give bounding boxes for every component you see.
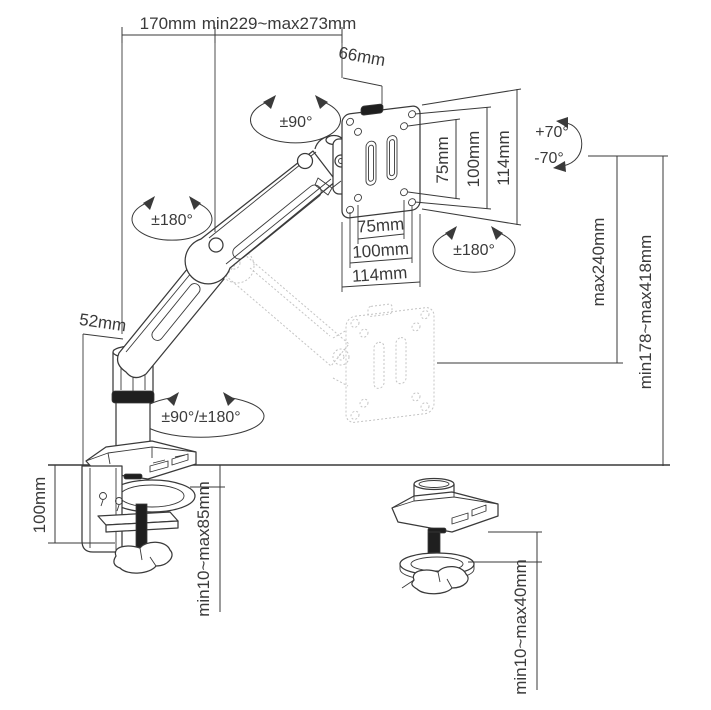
grommet-base bbox=[391, 491, 499, 534]
rotation-indicator-elbow bbox=[131, 196, 213, 241]
grommet-assembly bbox=[391, 477, 499, 595]
elbow-hole bbox=[208, 237, 224, 253]
label-vesa-114-vertical: 114mm bbox=[494, 130, 513, 185]
label-vesa-100-vertical: 100mm bbox=[464, 131, 483, 188]
clamp-wing-knob bbox=[113, 541, 173, 574]
label-vesa-100-horizontal: 100mm bbox=[352, 239, 410, 262]
label-head-offset: 66mm bbox=[337, 43, 387, 70]
arm-assembly bbox=[85, 103, 421, 480]
ghost-vesa-plate bbox=[345, 303, 435, 423]
label-head-swivel: ±90° bbox=[280, 114, 313, 131]
dimension-lines bbox=[48, 27, 668, 690]
label-total-height-range: min178~max418mm bbox=[636, 235, 655, 390]
label-upper-arm-reach: min229~max273mm bbox=[202, 14, 357, 33]
upper-arm-hole bbox=[296, 152, 314, 170]
vesa-plate bbox=[341, 103, 421, 219]
quick-release-clip bbox=[360, 103, 384, 116]
label-vesa-rotation: ±180° bbox=[453, 242, 495, 259]
label-vesa-114-horizontal: 114mm bbox=[351, 263, 408, 286]
dimension-labels: 170mm min229~max273mm 66mm ±90° ±180° ±1… bbox=[30, 14, 655, 695]
upper-arm bbox=[184, 150, 337, 285]
label-base-rotation: ±90°/±180° bbox=[161, 409, 240, 426]
label-tilt-up: +70° bbox=[535, 124, 569, 141]
label-grommet-thickness-range: min10~max40mm bbox=[511, 559, 530, 695]
clamp-bracket bbox=[81, 465, 123, 553]
clamp-assembly bbox=[81, 465, 196, 574]
ghost-arm-lowered-position bbox=[219, 248, 435, 423]
label-pole-offset: 52mm bbox=[78, 310, 127, 335]
lower-arm bbox=[116, 256, 225, 379]
label-gas-lift-range: max240mm bbox=[589, 218, 608, 307]
rotation-indicator-head-swivel bbox=[250, 95, 341, 144]
grommet-wing-knob bbox=[401, 566, 469, 595]
label-elbow-rotation: ±180° bbox=[151, 212, 193, 229]
rotation-indicator-vesa bbox=[432, 226, 516, 273]
label-clamp-thickness-range: min10~max85mm bbox=[194, 481, 213, 617]
label-lower-arm-reach: 170mm bbox=[140, 14, 197, 33]
label-tilt-down: -70° bbox=[534, 150, 564, 167]
label-vesa-75-horizontal: 75mm bbox=[356, 214, 404, 236]
label-vesa-75-vertical: 75mm bbox=[433, 136, 452, 183]
label-clamp-height: 100mm bbox=[30, 477, 49, 534]
